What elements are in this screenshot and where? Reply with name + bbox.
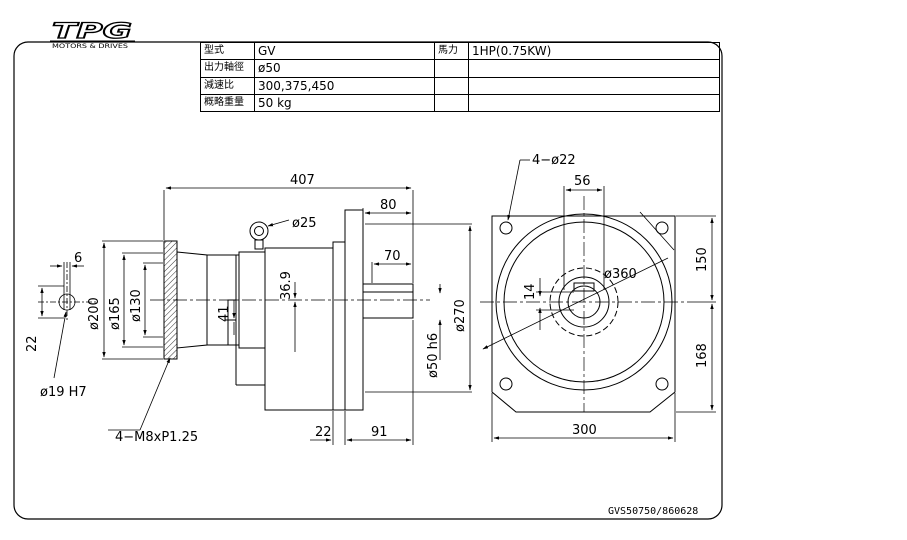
dim-dia-200: ø200 xyxy=(87,297,102,330)
spec-label-2 xyxy=(434,93,469,113)
dim-shaft-length: 70 xyxy=(384,249,401,264)
dim-width-22: 22 xyxy=(25,335,40,352)
spec-value: 50 kg xyxy=(254,93,435,113)
spec-row-weight: 概略重量 50 kg xyxy=(200,93,720,113)
spec-label: 型式 xyxy=(200,41,255,61)
dim-dia-50-h6: ø50 h6 xyxy=(426,333,441,378)
dim-bottom-91: 91 xyxy=(371,425,388,440)
dim-upper-150: 150 xyxy=(695,247,710,272)
spec-row-shaft: 出力軸徑 ø50 xyxy=(200,59,720,78)
dim-overall-length: 407 xyxy=(290,173,315,188)
spec-row-model: 型式 GV 馬力 1HP(0.75KW) xyxy=(200,41,720,61)
dim-tapped-holes: 4−M8xP1.25 xyxy=(115,430,198,445)
dim-eyebolt: ø25 xyxy=(292,216,317,231)
dim-width-300: 300 xyxy=(572,423,597,438)
dim-dia-130: ø130 xyxy=(129,289,144,322)
spec-label: 概略重量 xyxy=(200,93,255,113)
dim-dia-165: ø165 xyxy=(108,297,123,330)
dim-flange-to-shaft: 80 xyxy=(380,198,397,213)
dim-pcd-360: ø360 xyxy=(604,267,637,282)
logo-mark: TPG xyxy=(52,19,132,43)
spec-value: ø50 xyxy=(254,59,435,78)
spec-label-2: 馬力 xyxy=(434,41,469,61)
spec-value-2 xyxy=(468,93,720,113)
dim-key-14: 14 xyxy=(523,283,538,300)
dim-height-36-9: 36.9 xyxy=(279,271,294,300)
spec-value: GV xyxy=(254,41,435,61)
dim-mount-holes: 4−ø22 xyxy=(532,153,576,168)
logo-subtitle: MOTORS & DRIVES xyxy=(52,43,128,50)
dim-key-56: 56 xyxy=(574,174,591,189)
dim-width-6: 6 xyxy=(74,251,82,266)
spec-value-2 xyxy=(468,76,720,95)
spec-value-2 xyxy=(468,59,720,78)
spec-table: 型式 GV 馬力 1HP(0.75KW) 出力軸徑 ø50 減速比 300,37… xyxy=(200,41,720,113)
dim-height-41: 41 xyxy=(217,305,232,322)
dim-input-bore: ø19 H7 xyxy=(40,385,87,400)
dim-bottom-22: 22 xyxy=(315,425,332,440)
spec-row-ratio: 減速比 300,375,450 xyxy=(200,76,720,95)
dim-lower-168: 168 xyxy=(695,343,710,368)
spec-label-2 xyxy=(434,59,469,78)
side-view xyxy=(150,209,430,411)
end-view xyxy=(480,196,690,413)
spec-label: 出力軸徑 xyxy=(200,59,255,78)
input-bore-view xyxy=(38,262,96,379)
spec-value: 300,375,450 xyxy=(254,76,435,95)
spec-label-2 xyxy=(434,76,469,95)
drawing-code: GVS50750/860628 xyxy=(608,506,698,517)
side-view-dimensions xyxy=(102,186,472,445)
end-view-dimensions xyxy=(482,159,716,442)
spec-value-2: 1HP(0.75KW) xyxy=(468,41,720,61)
spec-label: 減速比 xyxy=(200,76,255,95)
company-logo: TPG MOTORS & DRIVES xyxy=(50,18,135,50)
dim-dia-270: ø270 xyxy=(453,299,468,332)
